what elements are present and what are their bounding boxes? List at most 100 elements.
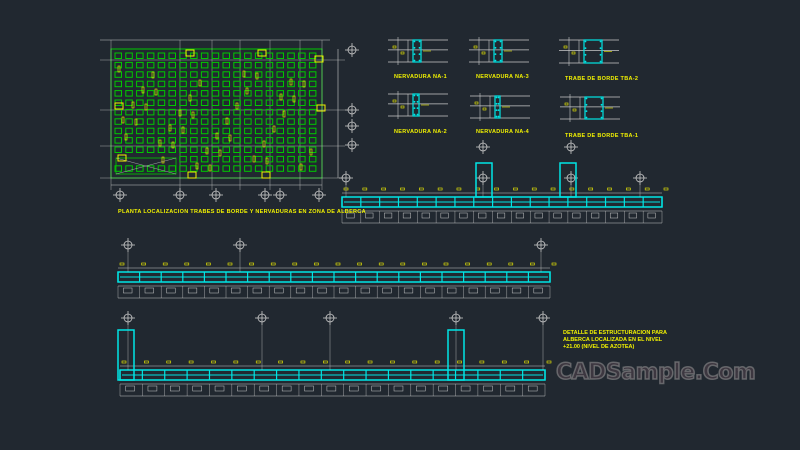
detail-note: DETALLE DE ESTRUCTURACION PARA ALBERCA L… — [563, 330, 667, 350]
rib-cell — [179, 61, 187, 69]
rib-cell — [233, 137, 241, 144]
dim-tag — [571, 51, 576, 55]
rib-cell — [265, 118, 274, 125]
rib-section — [237, 385, 247, 392]
rebar-bar — [499, 59, 502, 62]
rib-cell — [276, 108, 284, 116]
section-label: NERVADURA NA-3 — [476, 74, 529, 80]
dim-tag — [392, 45, 397, 49]
section-label: NERVADURA NA-4 — [476, 129, 529, 135]
rib-cell — [287, 71, 295, 78]
rib-section — [438, 385, 448, 392]
rib-section — [483, 385, 493, 392]
rib-cell — [298, 155, 306, 163]
rebar-bar — [418, 40, 421, 43]
rib-section — [403, 287, 414, 294]
dim-tag — [278, 360, 283, 364]
beam-tag — [205, 147, 209, 155]
rib-cell — [298, 127, 306, 135]
rib-cell — [125, 52, 133, 59]
beam-tag — [235, 102, 239, 110]
rib-section — [515, 212, 524, 219]
beam-tag — [282, 110, 286, 118]
rib-cell — [114, 108, 122, 116]
rib-cell — [114, 146, 122, 153]
rebar-stirrup — [412, 39, 422, 63]
rib-cell — [146, 71, 155, 78]
rib-cell — [287, 165, 295, 172]
rib-cell — [308, 155, 317, 163]
rib-cell — [146, 137, 155, 144]
rib-cell — [211, 165, 220, 172]
rib-cell — [200, 61, 209, 69]
rib-cell — [233, 90, 241, 97]
rib-section — [572, 212, 581, 219]
dim-tag — [550, 187, 556, 191]
rib-cell — [125, 90, 133, 97]
dim-tag — [249, 262, 254, 266]
beam-tag — [208, 164, 212, 172]
rib-cell — [233, 99, 241, 106]
rebar-bar — [413, 59, 416, 62]
rebar-bar — [599, 47, 602, 50]
section-label: TRABE DE BORDE TBA-2 — [565, 76, 639, 82]
rib-cell — [265, 108, 274, 116]
rib-cell — [179, 146, 187, 153]
beam-tag — [154, 88, 158, 96]
rib-section — [416, 385, 426, 392]
rib-cell — [276, 165, 284, 172]
rebar-bar — [413, 40, 416, 43]
rib-cell — [179, 137, 187, 144]
rib-cell — [222, 155, 230, 163]
rib-section — [534, 212, 543, 219]
rib-cell — [308, 61, 317, 69]
rib-cell — [114, 90, 122, 97]
rib-cell — [244, 146, 252, 153]
rib-cell — [265, 146, 274, 153]
column-box — [185, 49, 195, 57]
rib-cell — [211, 118, 220, 125]
dim-tag — [563, 45, 568, 49]
beam-rebar — [559, 162, 577, 198]
dim-tag — [531, 187, 537, 191]
rib-section — [527, 385, 538, 392]
rib-cell — [136, 127, 144, 135]
rib-cell — [157, 71, 166, 78]
rebar-bar — [600, 103, 603, 106]
rebar-bar — [413, 94, 416, 97]
rib-section — [166, 287, 176, 294]
rib-cell — [114, 165, 122, 172]
rib-section — [553, 212, 562, 219]
dim-tag — [323, 360, 328, 364]
rib-section — [209, 287, 219, 294]
rib-section — [460, 385, 471, 392]
rib-cell — [287, 146, 295, 153]
rib-cell — [190, 127, 198, 135]
rib-cell — [146, 80, 155, 88]
column-box — [257, 49, 267, 57]
rib-cell — [211, 71, 220, 78]
rebar-stirrup — [493, 39, 503, 63]
rebar-bar — [494, 53, 497, 56]
dim-tag — [551, 262, 557, 266]
dim-tag — [400, 105, 405, 109]
rebar-bar — [599, 40, 602, 43]
rib-section — [447, 287, 457, 294]
rib-section — [371, 385, 381, 392]
beam-tag — [255, 72, 259, 80]
rebar-bar — [600, 97, 603, 100]
dim-tag — [400, 187, 405, 191]
rib-cell — [168, 71, 176, 78]
dim-tag — [211, 360, 216, 364]
rib-cell — [211, 90, 220, 97]
dim-tag — [206, 262, 211, 266]
rib-section — [382, 287, 392, 294]
rib-cell — [244, 137, 252, 144]
beam-tag — [168, 124, 172, 132]
dim-tag — [255, 360, 261, 364]
rib-cell — [254, 155, 263, 163]
rib-cell — [190, 155, 198, 163]
dim-tag — [335, 262, 341, 266]
rib-cell — [254, 71, 263, 78]
